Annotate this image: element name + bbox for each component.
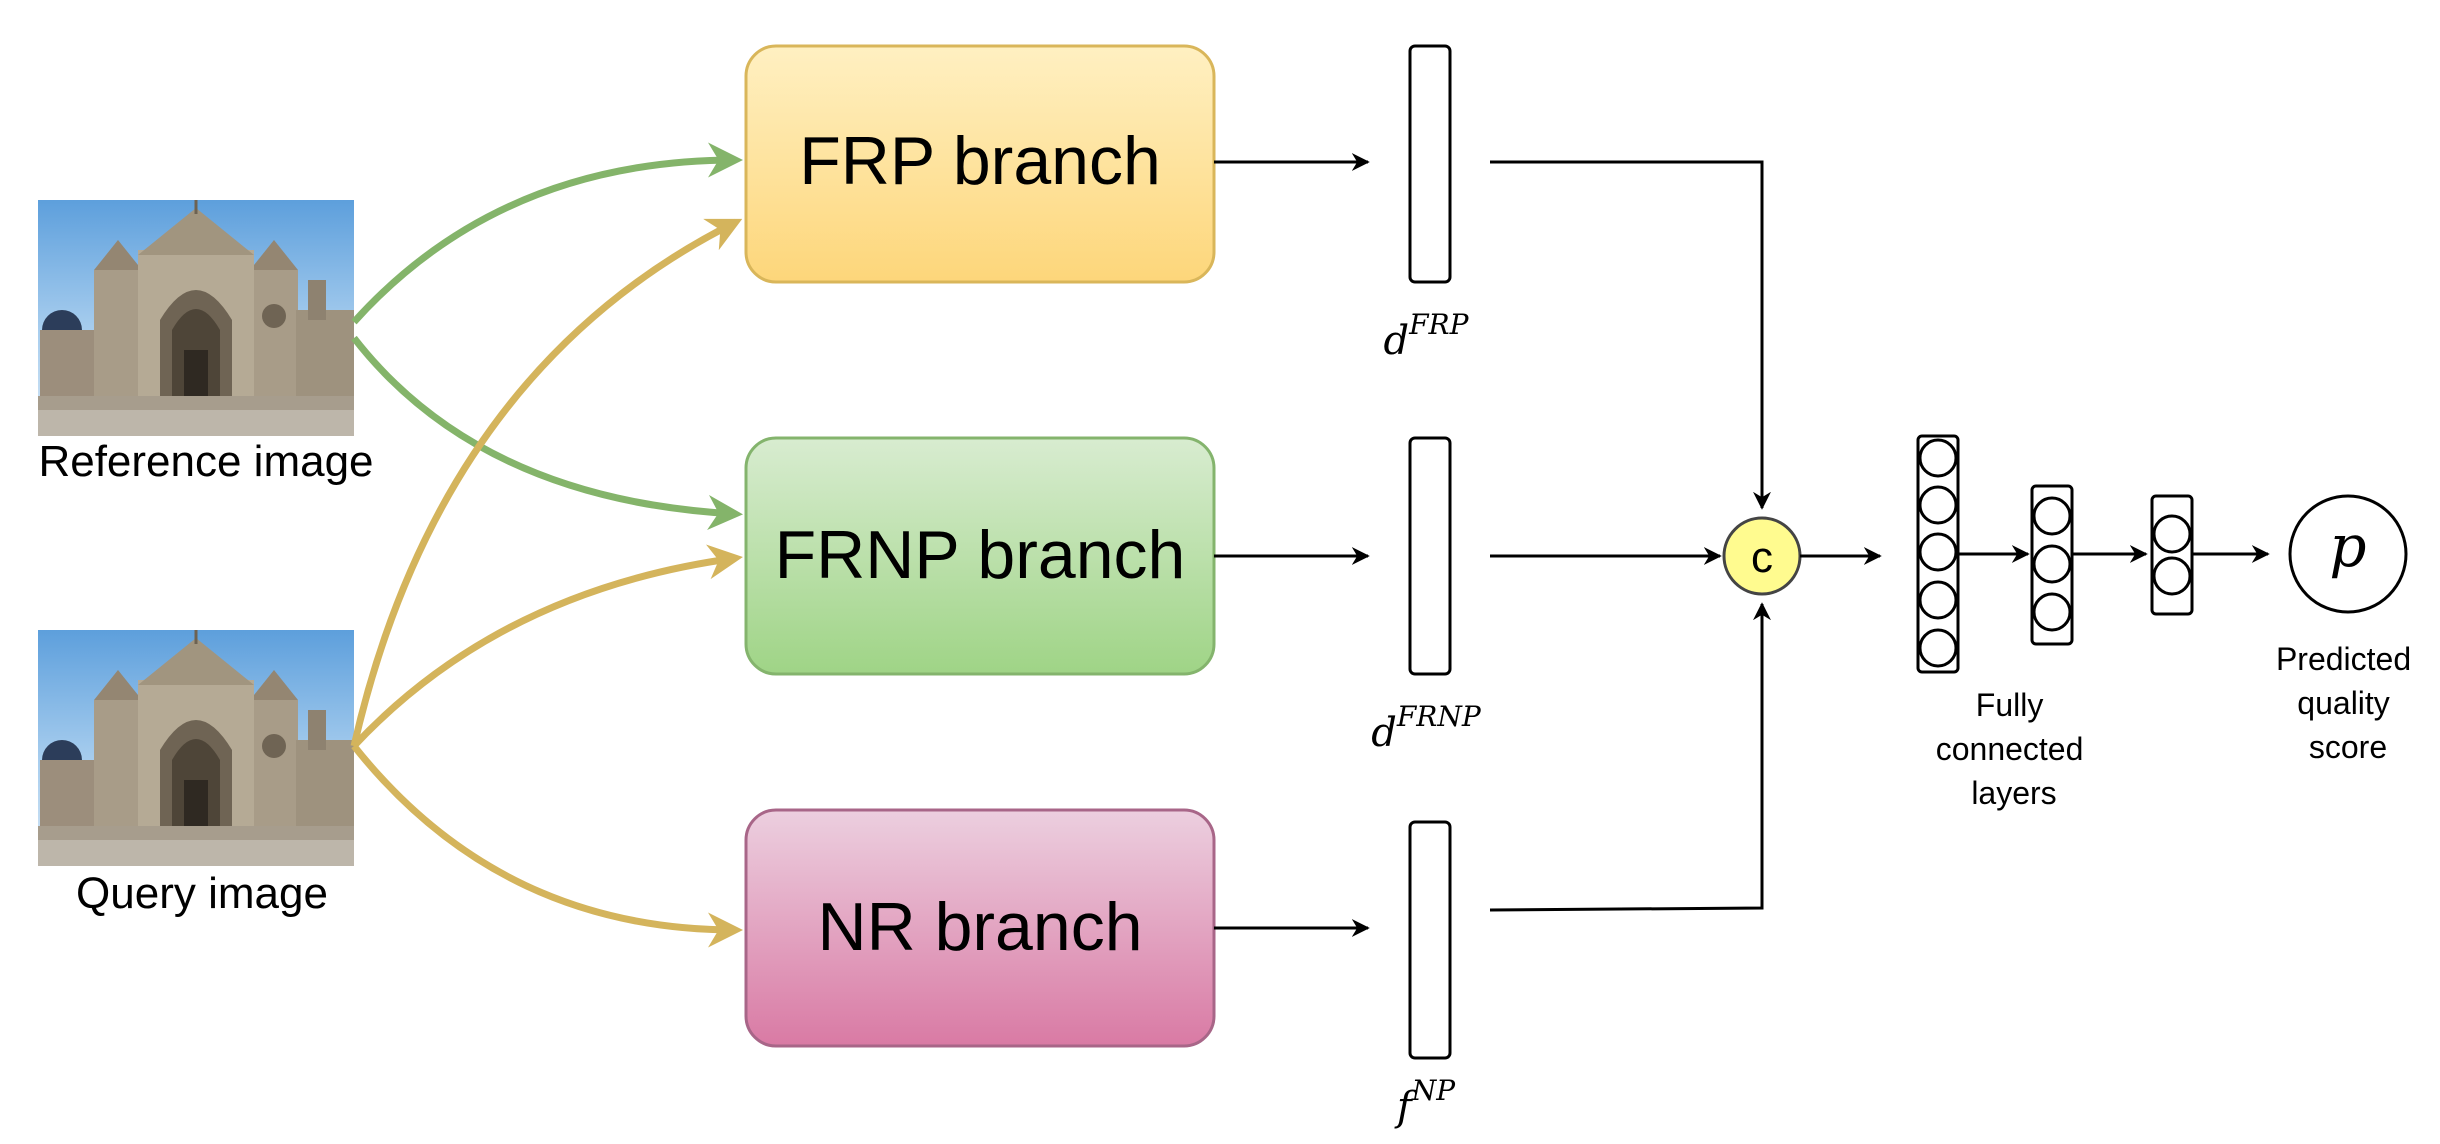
output-label: Predicted quality score (2276, 641, 2420, 765)
feature-to-concat-connectors (1489, 160, 1771, 912)
input-arrows (350, 142, 743, 948)
frp-branch-box: FRP branch (744, 44, 1216, 284)
branch-output-arrows (1214, 153, 1370, 937)
query-to-frp-arrow (350, 218, 743, 747)
fc-layer-3 (2150, 494, 2194, 616)
nr-branch-label: NR branch (817, 889, 1142, 965)
concat-node: c (1722, 516, 1802, 596)
frnp-branch-box: FRNP branch (744, 436, 1216, 676)
frnp-feature-vector (1408, 436, 1452, 676)
fc-layer-2 (2030, 484, 2074, 646)
query-to-frnp-arrow (351, 544, 743, 749)
reference-to-frp-arrow (351, 142, 743, 325)
reference-image (38, 200, 354, 436)
frp-branch-label: FRP branch (799, 123, 1161, 199)
query-to-nr-arrow (351, 743, 743, 948)
frnp-feature-label: dFRNP (1371, 700, 1482, 756)
reference-image-caption: Reference image (38, 437, 373, 486)
nr-feature-label: fNP (1394, 1074, 1456, 1130)
nr-feature-vector (1408, 820, 1452, 1060)
concat-label: c (1751, 533, 1773, 582)
reference-to-frnp-arrow (351, 335, 743, 530)
nr-branch-box: NR branch (744, 808, 1216, 1048)
frp-feature-vector (1408, 44, 1452, 284)
fc-label: Fully connected layers (1936, 687, 2093, 811)
output-symbol: p (2329, 512, 2366, 580)
frnp-branch-label: FRNP branch (775, 517, 1186, 593)
frp-feature-label: dFRP (1384, 308, 1470, 364)
output-node: p (2288, 494, 2408, 614)
query-image-caption: Query image (76, 869, 328, 918)
query-image (38, 630, 354, 866)
fc-layer-1 (1916, 434, 1960, 674)
